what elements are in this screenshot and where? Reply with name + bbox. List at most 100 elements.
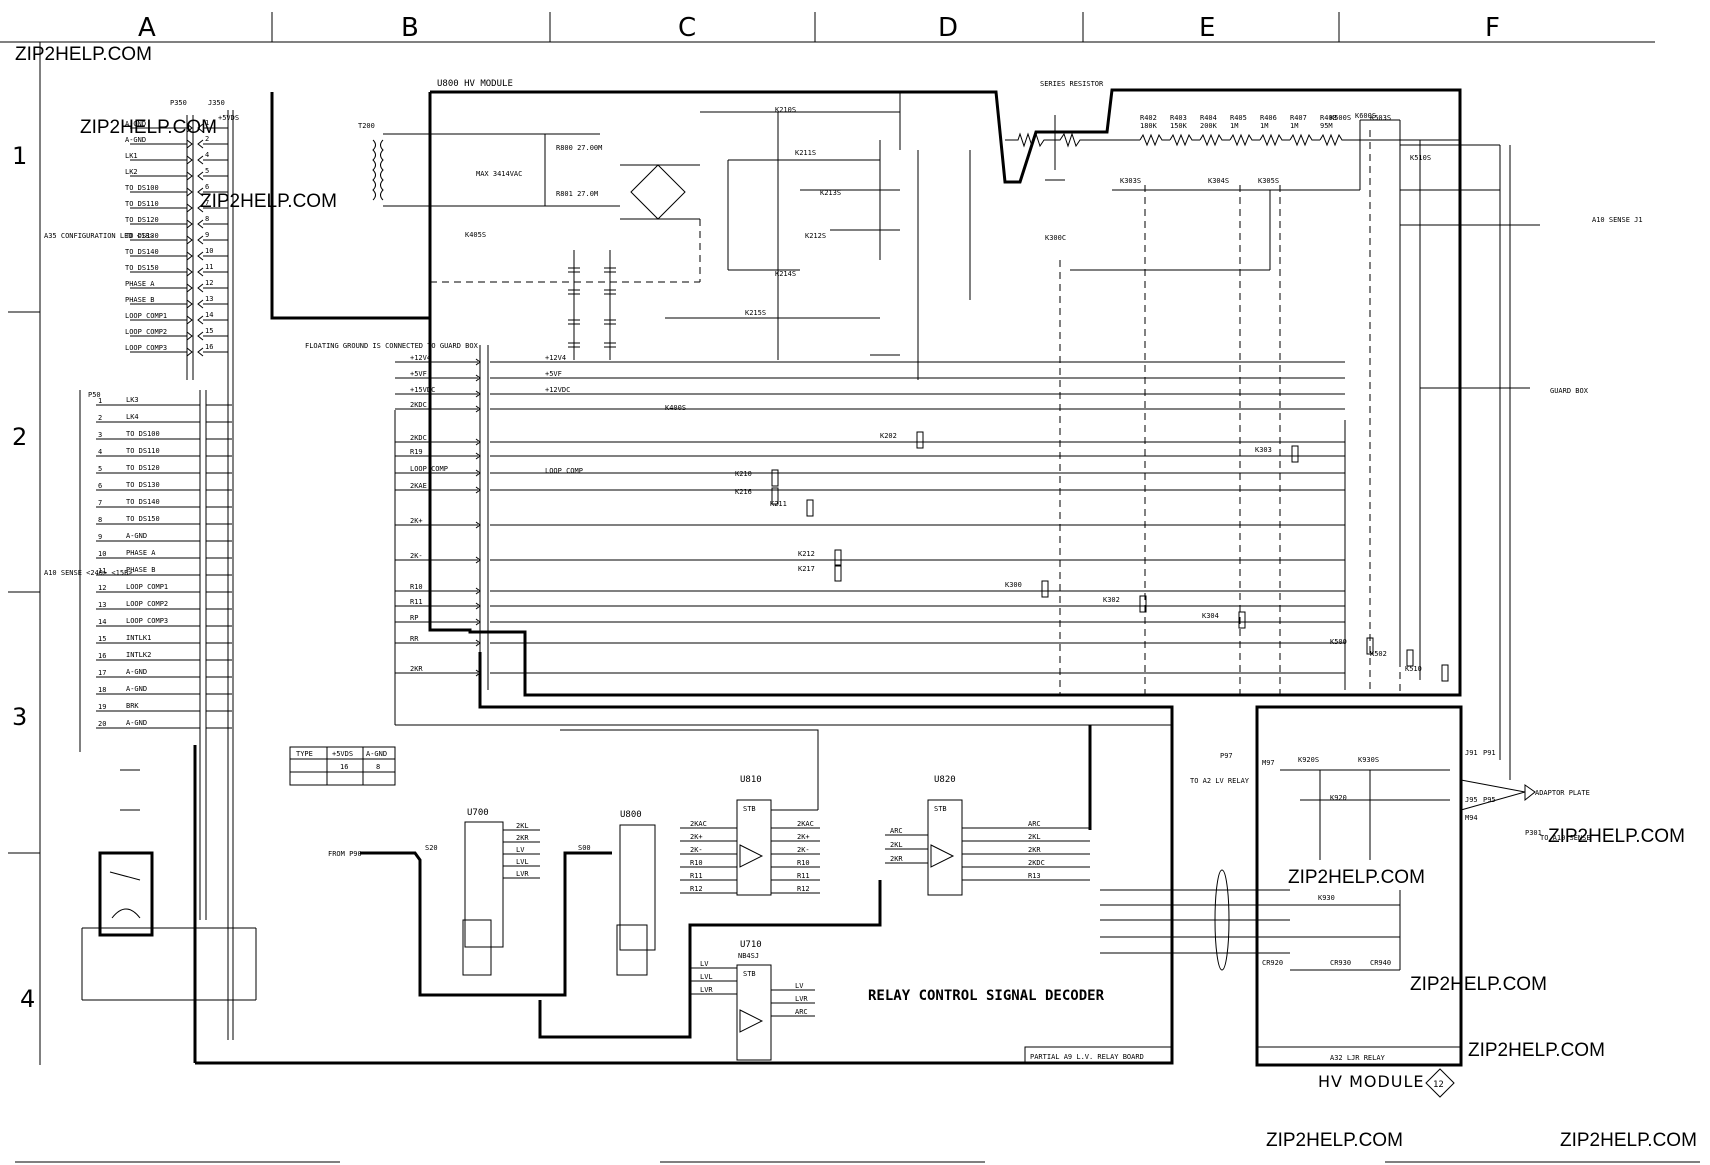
- pin-label: LOOP COMP1: [125, 312, 167, 320]
- resistor: [1259, 133, 1290, 147]
- bus-label: RR: [410, 635, 419, 643]
- bus-right-label: +12V4: [545, 354, 566, 362]
- bus-arrow: [475, 374, 481, 382]
- a32-label: CR930: [1330, 959, 1351, 967]
- relay-contact-label: K211S: [795, 149, 816, 157]
- grid-row-1: 1: [12, 142, 27, 170]
- table-cell-5vds: 16: [340, 763, 348, 771]
- hv-module-ref-diamond: [1425, 1068, 1455, 1098]
- r801-label: R801 27.0M: [556, 190, 598, 198]
- pin-label: LK2: [125, 168, 138, 176]
- relay-contact-label: K212S: [805, 232, 826, 240]
- relay-coil-label: K202: [880, 432, 897, 440]
- p50-pin-label: LOOP COMP2: [126, 600, 168, 608]
- watermark: ZIP2HELP.COM: [15, 44, 152, 65]
- u710-input-label: LVL: [700, 973, 713, 981]
- relay-coil: [806, 499, 814, 517]
- relay-coil: [1238, 611, 1246, 629]
- bus-label: 2KDC: [410, 434, 427, 442]
- bus-arrow: [475, 438, 481, 446]
- relay-contact-label: K600S: [1355, 112, 1376, 120]
- resistor: [1169, 133, 1200, 147]
- u700-output-label: 2KL: [516, 822, 529, 830]
- pin-number: 2: [205, 135, 209, 143]
- watermark: ZIP2HELP.COM: [200, 191, 337, 212]
- pin-arrow: [197, 123, 204, 133]
- relay-coil: [771, 487, 779, 505]
- pin-number: 6: [205, 183, 209, 191]
- u810-output-label: 2K+: [797, 833, 810, 841]
- pin-arrow: [186, 251, 193, 261]
- adaptor-plate-connector: [1524, 784, 1536, 802]
- u810-output-label: 2KAC: [797, 820, 814, 828]
- table-head-5vds: +5VDS: [332, 750, 353, 758]
- u820-label: U820: [934, 775, 956, 785]
- p50-pin-number: 11: [98, 567, 106, 575]
- bus-label: LOOP COMP: [410, 465, 448, 473]
- resistor-value: 180K: [1140, 122, 1158, 130]
- bus-label: 2KR: [410, 665, 423, 673]
- u710-output-label: ARC: [795, 1008, 808, 1016]
- p50-pin-number: 18: [98, 686, 106, 694]
- p50-pin-label: TO DS100: [126, 430, 160, 438]
- resistor-value: 200K: [1200, 122, 1218, 130]
- resistor-ref: R405: [1230, 114, 1247, 122]
- u700-label: U700: [467, 808, 489, 818]
- relay-contact-label: K300C: [1045, 234, 1066, 242]
- a35-config-led-label: A35 CONFIGURATION LED <18>: [44, 232, 154, 240]
- hv-module-label: HV MODULE: [1318, 1072, 1425, 1091]
- pin-arrow: [186, 139, 193, 149]
- bus-label: R19: [410, 448, 423, 456]
- pin-arrow: [197, 299, 204, 309]
- relay-coil-label: K304: [1202, 612, 1219, 620]
- p50-pin-label: PHASE A: [126, 549, 156, 557]
- pin-arrow: [197, 251, 204, 261]
- j350-label: J350: [208, 99, 225, 107]
- p350-label: P350: [170, 99, 187, 107]
- a32-label: J91: [1465, 749, 1478, 757]
- a32-board-label: A32 LJR RELAY: [1330, 1054, 1386, 1062]
- grid-border: [0, 12, 1700, 1163]
- bridge-rectifier: [430, 164, 701, 283]
- pin-arrow: [197, 139, 204, 149]
- pin-number: 12: [205, 279, 213, 287]
- p50-pin-label: PHASE B: [126, 566, 156, 574]
- relay-contact-label: K304S: [1208, 177, 1229, 185]
- bus-label: 2KAE: [410, 482, 427, 490]
- u700-output-label: LVR: [516, 870, 529, 878]
- u820-input-label: 2KR: [890, 855, 903, 863]
- u810-input-label: R12: [690, 885, 703, 893]
- relay-coil-label: K500: [1330, 638, 1347, 646]
- u800-ic-in-label: S00: [578, 844, 591, 852]
- relay-coil: [1041, 580, 1049, 598]
- decoder-title: RELAY CONTROL SIGNAL DECODER: [868, 988, 1105, 1004]
- u820-chip: STB: [934, 805, 947, 813]
- resistor-value: 150K: [1170, 122, 1188, 130]
- pin-arrow: [186, 171, 193, 181]
- a10-sense-j1-label: A10 SENSE J1: [1592, 216, 1643, 224]
- guard-box-label: GUARD BOX: [1550, 387, 1589, 395]
- relay-coil-label: K302: [1103, 596, 1120, 604]
- pin-arrow: [197, 203, 204, 213]
- pin-label: TO DS100: [125, 184, 159, 192]
- u700-output-label: 2KR: [516, 834, 529, 842]
- u710-part: NB4SJ: [738, 952, 759, 960]
- pin-number: 5: [205, 167, 209, 175]
- to-a2-lv-relay: TO A2 LV RELAY: [1190, 777, 1250, 785]
- u710-output-label: LVR: [795, 995, 808, 1003]
- watermark: ZIP2HELP.COM: [1410, 974, 1547, 995]
- table-head-type: TYPE: [296, 750, 313, 758]
- a32-label: K920: [1330, 794, 1347, 802]
- p50-pin-number: 4: [98, 448, 102, 456]
- a32-label: CR940: [1370, 959, 1391, 967]
- bus-arrow: [475, 405, 481, 413]
- u710-chip: STB: [743, 970, 756, 978]
- bus-label: +12V4: [410, 354, 431, 362]
- pin-arrow: [186, 267, 193, 277]
- bus-right-label: +12VDC: [545, 386, 570, 394]
- resistor-ref: R402: [1140, 114, 1157, 122]
- bus-label: R10: [410, 583, 423, 591]
